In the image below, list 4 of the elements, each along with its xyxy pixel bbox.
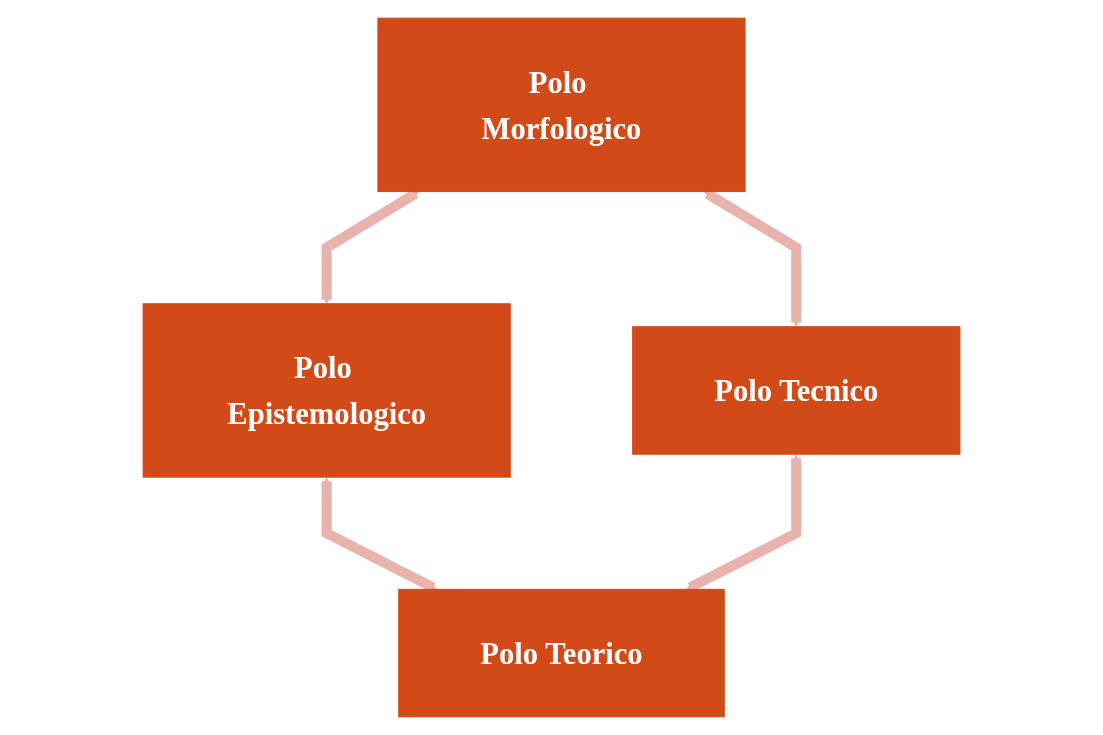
node-box: Polo Epistemologico bbox=[142, 303, 511, 478]
node-box: Polo Teorico bbox=[398, 588, 725, 718]
node-box: Polo Tecnico bbox=[632, 326, 961, 455]
node-box: Polo Morfologico bbox=[377, 17, 746, 193]
